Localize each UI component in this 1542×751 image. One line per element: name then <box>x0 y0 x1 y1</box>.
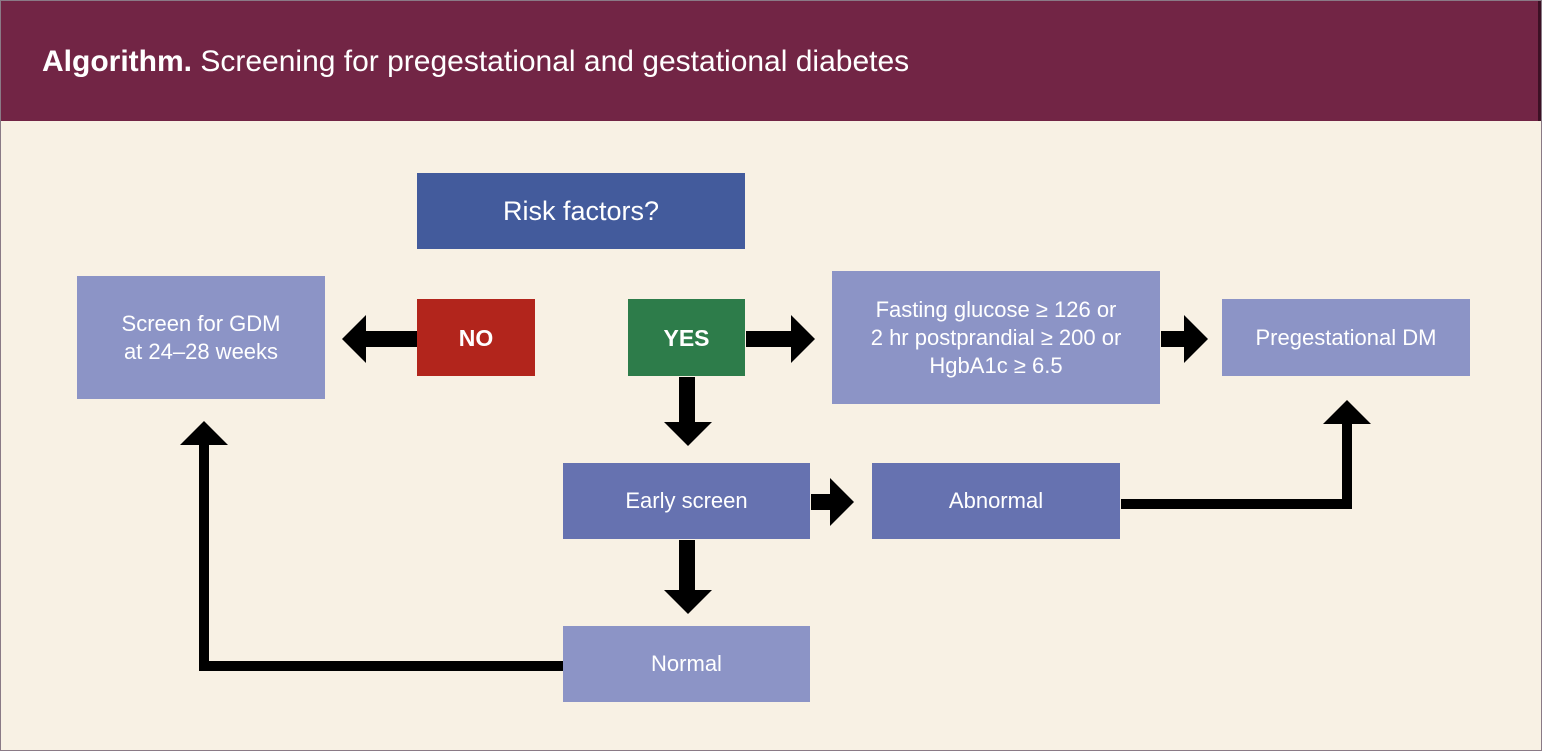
arrowhead-no-to-screen <box>342 315 366 363</box>
arrow-early-to-normal <box>679 540 695 591</box>
risk-factors-box: Risk factors? <box>417 173 745 249</box>
line-normal-to-screen <box>199 443 564 671</box>
arrow-early-to-abnormal <box>811 494 831 510</box>
title-lead: Algorithm. <box>42 45 192 78</box>
arrowhead-yes-to-criteria <box>791 315 815 363</box>
header-bar: Algorithm. Screening for pregestational … <box>1 1 1541 121</box>
arrowhead-normal-to-screen <box>180 421 228 445</box>
arrow-no-to-screen <box>365 331 418 347</box>
arrowhead-criteria-to-dm <box>1184 315 1208 363</box>
arrowhead-early-to-abnormal <box>830 478 854 526</box>
figure-title: Algorithm. Screening for pregestational … <box>42 41 909 83</box>
yes-box: YES <box>628 299 745 376</box>
early-screen-box: Early screen <box>563 463 810 539</box>
arrow-criteria-to-dm <box>1161 331 1185 347</box>
screen-gdm-box: Screen for GDM at 24–28 weeks <box>77 276 325 399</box>
arrow-yes-to-early <box>679 377 695 423</box>
normal-box: Normal <box>563 626 810 702</box>
pregestational-dm-box: Pregestational DM <box>1222 299 1470 376</box>
arrowhead-early-to-normal <box>664 590 712 614</box>
arrowhead-abnormal-to-dm <box>1323 400 1371 424</box>
title-rest: Screening for pregestational and gestati… <box>200 45 910 78</box>
no-box: NO <box>417 299 535 376</box>
line-abnormal-to-dm <box>1121 422 1352 509</box>
arrow-yes-to-criteria <box>746 331 792 347</box>
arrowhead-yes-to-early <box>664 422 712 446</box>
fasting-criteria-box: Fasting glucose ≥ 126 or 2 hr postprandi… <box>832 271 1160 404</box>
abnormal-box: Abnormal <box>872 463 1120 539</box>
